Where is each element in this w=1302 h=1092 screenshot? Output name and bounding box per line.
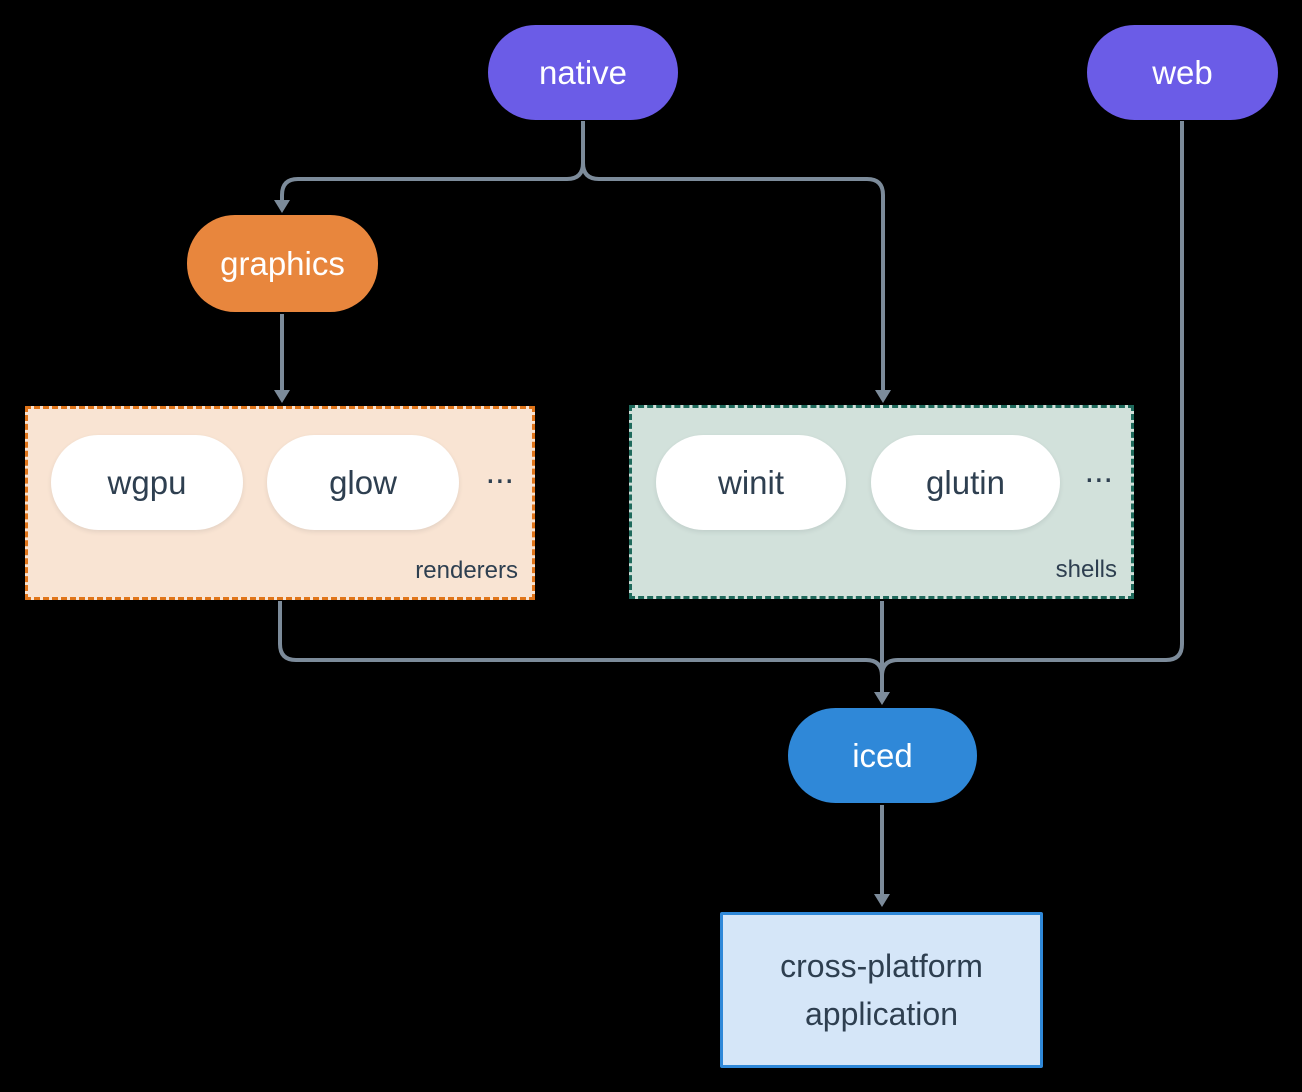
pill-wgpu: wgpu — [51, 435, 243, 530]
arrowhead-shells — [875, 390, 891, 403]
pill-winit: winit — [656, 435, 846, 530]
group-shells: winit glutin ... shells — [629, 405, 1134, 599]
arrowhead-graphics — [274, 200, 290, 213]
renderers-group-label: renderers — [415, 557, 518, 584]
arrowhead-iced — [874, 692, 890, 705]
arrowhead-application — [874, 894, 890, 907]
group-renderers: wgpu glow ... renderers — [25, 406, 535, 600]
node-native: native — [488, 25, 678, 120]
renderers-ellipsis: ... — [485, 453, 514, 491]
pill-glow: glow — [267, 435, 459, 530]
node-web-label: web — [1152, 53, 1213, 91]
shells-group-label: shells — [1055, 556, 1117, 583]
node-graphics: graphics — [187, 215, 378, 312]
arrowhead-renderers — [274, 390, 290, 403]
node-iced-label: iced — [852, 736, 913, 774]
shells-ellipsis: ... — [1084, 452, 1113, 490]
connector-native-shells — [581, 121, 885, 390]
node-graphics-label: graphics — [220, 244, 345, 282]
node-native-label: native — [538, 53, 628, 91]
connector-renderers-iced — [278, 601, 884, 688]
node-application-label: cross-platform application — [780, 948, 983, 1032]
node-application: cross-platform application — [720, 912, 1043, 1068]
node-iced: iced — [788, 708, 977, 803]
node-web: web — [1087, 25, 1278, 120]
pill-glow-label: glow — [329, 463, 397, 501]
pill-glutin-label: glutin — [926, 463, 1005, 501]
pill-wgpu-label: wgpu — [107, 463, 187, 501]
pill-glutin: glutin — [871, 435, 1060, 530]
pill-winit-label: winit — [717, 463, 785, 501]
connector-native-graphics — [280, 121, 585, 200]
